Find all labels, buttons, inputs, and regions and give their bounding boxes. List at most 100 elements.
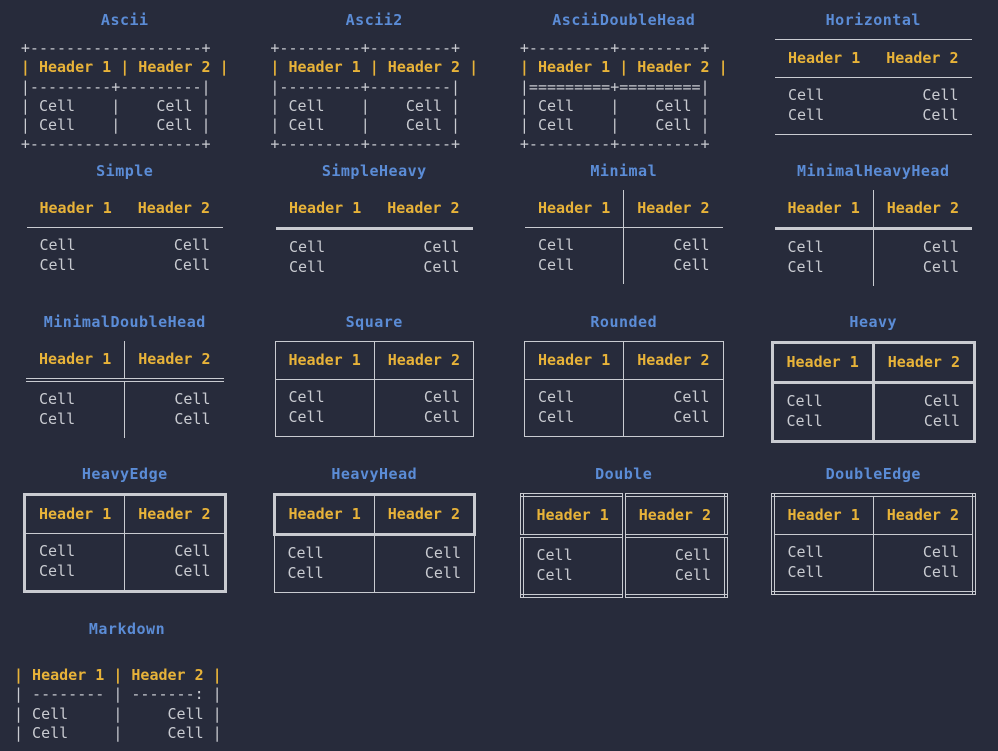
table-title-simple: Simple: [96, 162, 154, 180]
table-title-doubleedge: DoubleEdge: [825, 465, 921, 483]
column-header-1: Header 1: [289, 199, 362, 217]
table-title-square: Square: [345, 313, 403, 331]
table-title-double: Double: [595, 465, 653, 483]
table-title-rounded: Rounded: [590, 313, 658, 331]
table-card-asciidoublehead: AsciiDoubleHead +---------+---------+ | …: [499, 0, 749, 154]
table-card-markdown: Markdown | Header 1 | Header 2 | | -----…: [0, 609, 250, 751]
table-title-heavyhead: HeavyHead: [331, 465, 418, 483]
column-header-1: Header 1: [788, 49, 861, 67]
ascii-table-ascii: +-------------------+ | Header 1 | Heade…: [21, 39, 229, 155]
header-separator: |---------+---------|: [20, 77, 211, 96]
table-header-row: Header 1 Header 2: [774, 190, 972, 229]
column-header-2: Header 2: [886, 49, 959, 67]
table-header-row: Header 1 Header 2: [775, 40, 972, 78]
column-header-1: Header 1: [521, 495, 626, 537]
table-title-ascii2: Ascii2: [345, 11, 403, 29]
table-title-minimalheavyhead: MinimalHeavyHead: [797, 162, 950, 180]
ascii-table-ascii2: +---------+---------+ | Header 1 | Heade…: [270, 39, 478, 155]
table-card-minimaldoublehead: MinimalDoubleHead Header 1 Header 2 Cell…: [0, 302, 250, 454]
border-top: +---------+---------+: [519, 39, 710, 57]
column-header-1: Header 1: [524, 341, 625, 380]
border-bottom: +---------+---------+: [519, 135, 710, 154]
column-header-2: Header 2: [138, 350, 211, 368]
header-row: | Header 1 | Header 2 |: [14, 666, 222, 684]
column-header-1: Header 1: [772, 342, 875, 383]
column-header-1: Header 1: [525, 190, 625, 228]
column-header-2: Header 2: [387, 351, 460, 369]
ascii-table-markdown: | Header 1 | Header 2 | | -------- | ---…: [14, 666, 222, 743]
header-row: | Header 1 | Header 2 |: [519, 58, 728, 77]
border-top: +-------------------+: [20, 39, 211, 57]
column-header-2: Header 2: [387, 199, 460, 217]
table-title-minimal: Minimal: [590, 162, 658, 180]
table-header-row: Header 1 Header 2: [26, 341, 224, 381]
data-row: | Cell | Cell |: [270, 96, 461, 115]
header-separator: | -------- | -------: |: [14, 685, 222, 704]
column-header-2: Header 2: [887, 353, 960, 371]
column-header-2: Header 2: [637, 351, 710, 369]
border-bottom: +---------+---------+: [270, 135, 461, 154]
data-row: | Cell | Cell |: [14, 723, 222, 742]
table-header-row: Header 1 Header 2: [272, 492, 477, 535]
column-header-2: Header 2: [374, 492, 477, 535]
data-row: | Cell | Cell |: [519, 116, 710, 135]
table-header-row: Header 1 Header 2: [772, 342, 975, 383]
table-title-ascii: Ascii: [100, 11, 149, 29]
table-title-simpleheavy: SimpleHeavy: [321, 162, 427, 180]
table-header-row: Header 1 Header 2: [524, 341, 723, 380]
column-header-2: Header 2: [137, 199, 210, 217]
column-header-1: Header 1: [26, 341, 126, 381]
border-top: +---------+---------+: [270, 39, 461, 57]
table-title-horizontal: Horizontal: [825, 11, 921, 29]
column-header-1: Header 1: [774, 190, 874, 229]
table-title-asciidoublehead: AsciiDoubleHead: [552, 11, 696, 29]
table-title-heavyedge: HeavyEdge: [81, 465, 168, 483]
data-row: | Cell | Cell |: [20, 96, 211, 115]
column-header-1: Header 1: [272, 492, 375, 535]
border-bottom: +-------------------+: [20, 135, 211, 154]
table-card-ascii: Ascii +-------------------+ | Header 1 |…: [0, 0, 250, 153]
